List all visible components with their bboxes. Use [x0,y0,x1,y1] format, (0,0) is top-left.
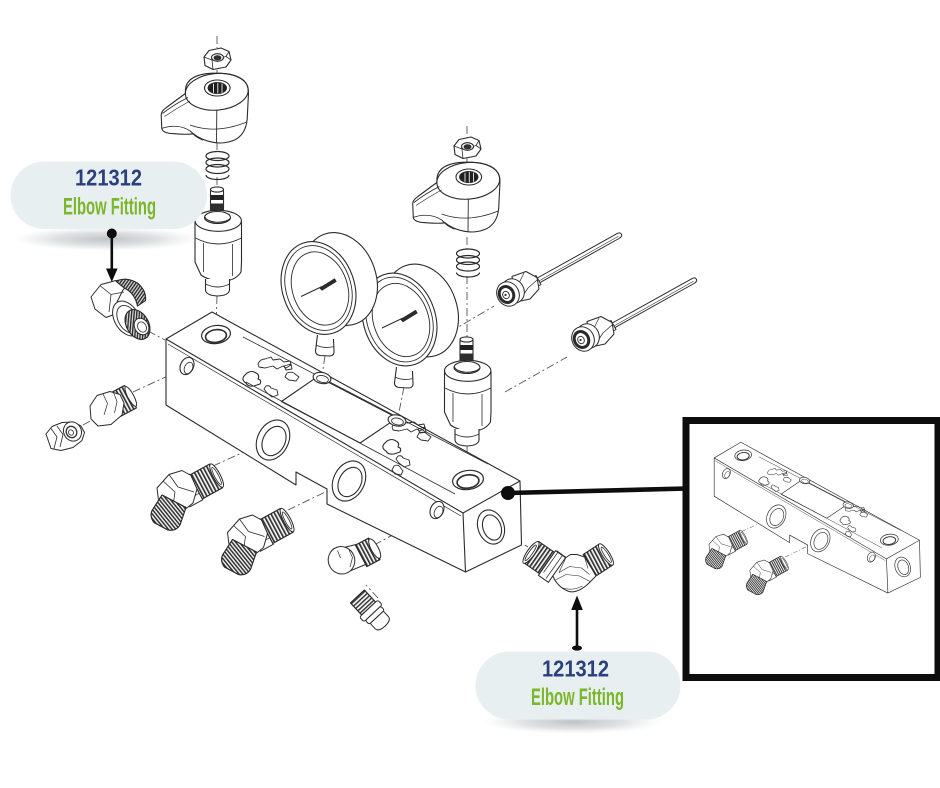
svg-text:121312: 121312 [542,656,609,682]
svg-text:121312: 121312 [75,165,142,191]
svg-text:Elbow Fitting: Elbow Fitting [531,684,624,711]
svg-text:Elbow Fitting: Elbow Fitting [63,194,156,221]
